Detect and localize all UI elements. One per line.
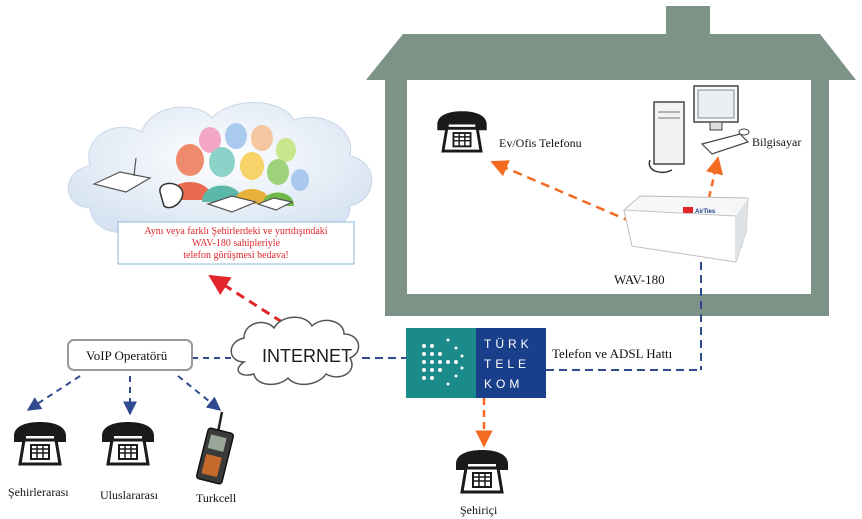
callout-line-3: telefon görüşmesi bedava! (183, 250, 289, 261)
voip-operator-box (67, 339, 193, 371)
internet-callout-arrow (208, 274, 283, 324)
callout-line-1: Aynı veya farklı Şehirlerdeki ve yurtdış… (144, 226, 327, 237)
router-icon: AirTies (623, 195, 749, 263)
voip-intercity-arrow (26, 375, 81, 411)
router-computer-arrow (706, 156, 724, 199)
tt-arrow-icon (422, 338, 464, 386)
home-phone-label: Ev/Ofis Telefonu (499, 136, 582, 150)
computer-icon (648, 85, 750, 174)
phone-handset-icon (159, 182, 184, 209)
modem-device-icon (92, 171, 152, 193)
tt-line-2: TELE (484, 357, 530, 371)
internet-cloud (230, 316, 360, 386)
mobile-phone-icon (195, 411, 235, 485)
mobile-label: Turkcell (196, 491, 237, 505)
callout-line-2: WAV-180 sahipleriyle (192, 238, 281, 249)
line-label: Telefon ve ADSL Hattı (552, 346, 673, 361)
router-label: WAV-180 (614, 272, 665, 287)
intercity-label: Şehirlerarası (8, 485, 69, 499)
tt-line-1: TÜRK (484, 337, 533, 351)
cloud-devices (92, 157, 294, 213)
router-logo-icon (683, 207, 693, 213)
local-phone-icon (454, 448, 510, 494)
router-logo-text: AirTies (695, 209, 716, 215)
international-label: Uluslararası (100, 488, 159, 502)
router-phone-arrow (490, 160, 633, 224)
house (366, 6, 856, 316)
intercity-phone-icon (12, 420, 68, 466)
international-phone-icon (100, 420, 156, 466)
adapter-device-icon (206, 195, 258, 213)
callout-box (117, 221, 355, 265)
tt-line-3: KOM (484, 377, 523, 391)
internet-label: INTERNET (262, 346, 352, 366)
computer-label: Bilgisayar (752, 135, 801, 149)
voip-mobile-arrow (177, 375, 222, 411)
voip-label: VoIP Operatörü (86, 348, 168, 363)
connections (26, 156, 724, 448)
small-device-icon (256, 197, 294, 211)
people-group-icon (168, 123, 309, 206)
turk-telekom-logo: TÜRK TELE KOM (406, 328, 546, 398)
local-label: Şehiriçi (460, 503, 498, 517)
